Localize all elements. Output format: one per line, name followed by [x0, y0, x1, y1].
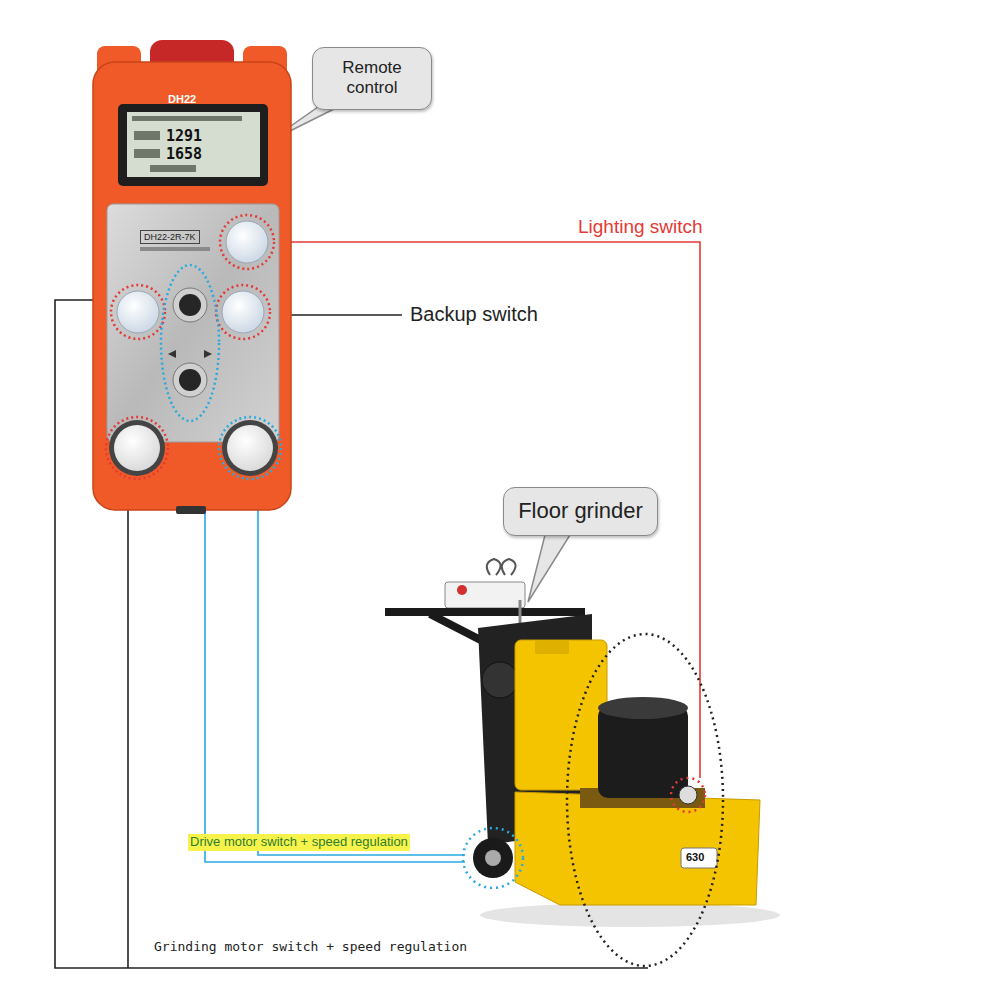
callout-tail	[528, 535, 570, 602]
screen-reading: 1658	[166, 146, 202, 163]
callout-bubble: Floor grinder	[503, 487, 658, 536]
knob-ring	[222, 420, 278, 476]
toggle-switch	[179, 294, 201, 316]
model-code: DH22-2R-7K	[140, 230, 200, 244]
cable-coil	[482, 662, 518, 698]
model-plate-number: 630	[686, 851, 704, 864]
drive-wire	[258, 476, 465, 855]
red-dotted-mark	[106, 417, 168, 479]
drive-speed-knob	[227, 425, 273, 471]
water-tank	[515, 640, 607, 790]
lcd-line	[134, 149, 160, 158]
tank-cap	[535, 640, 569, 654]
lcd-screen	[127, 112, 260, 177]
black-dotted-mark	[567, 634, 723, 966]
switch-label: Lighting switch	[578, 216, 703, 238]
panel-text-line	[140, 247, 210, 251]
remote-housing	[93, 62, 291, 510]
callout-bubble: Remote control	[312, 47, 432, 110]
grinding-speed-knob	[114, 425, 160, 471]
direction-arrows	[168, 350, 212, 358]
backup-button	[222, 291, 264, 333]
lcd-line	[132, 116, 242, 121]
ground-shadow	[480, 903, 780, 927]
red-dotted-mark	[220, 215, 274, 269]
motor-top	[598, 697, 688, 719]
grinding-button	[117, 291, 159, 333]
switch-label: Grinding motor switch + speed regulation	[152, 939, 469, 956]
model-name: DH22	[168, 93, 196, 106]
handle-bar	[385, 608, 585, 616]
drive-wheel	[473, 838, 513, 878]
lighting-button	[226, 221, 268, 263]
floor-grinder	[385, 559, 780, 927]
callout-text: Remote control	[327, 58, 417, 99]
lcd-line	[150, 165, 196, 172]
knob-ring	[109, 420, 165, 476]
callout-text: Floor grinder	[518, 498, 643, 524]
blue-dotted-mark	[463, 828, 523, 888]
screen-bezel	[118, 104, 268, 186]
red-dotted-mark	[216, 285, 270, 339]
steel-panel	[107, 204, 279, 442]
toggle-ring	[173, 288, 207, 322]
control-button	[457, 585, 467, 595]
red-dotted-mark	[671, 778, 705, 812]
remote-connector	[176, 506, 206, 514]
switch-label: Drive motor switch + speed regulation	[188, 834, 410, 851]
cable-loop	[487, 559, 516, 575]
remote-control	[93, 40, 291, 514]
red-dotted-mark	[111, 285, 165, 339]
grinder-marks	[463, 634, 723, 966]
grinding-head	[515, 792, 760, 905]
model-plate	[681, 848, 717, 868]
switch-label: Backup switch	[410, 303, 538, 326]
blue-dotted-mark	[219, 417, 281, 479]
control-box	[445, 582, 525, 608]
screen-reading: 1291	[166, 128, 202, 145]
highlight-marks	[106, 215, 281, 479]
toggle-switch	[179, 369, 201, 391]
blue-dotted-mark	[161, 265, 219, 421]
grinding-motor	[598, 706, 688, 798]
toggle-ring	[173, 363, 207, 397]
light-switch	[679, 786, 697, 804]
lcd-line	[134, 131, 160, 140]
wheel-hub	[485, 850, 501, 866]
grinding-wire	[127, 476, 129, 968]
